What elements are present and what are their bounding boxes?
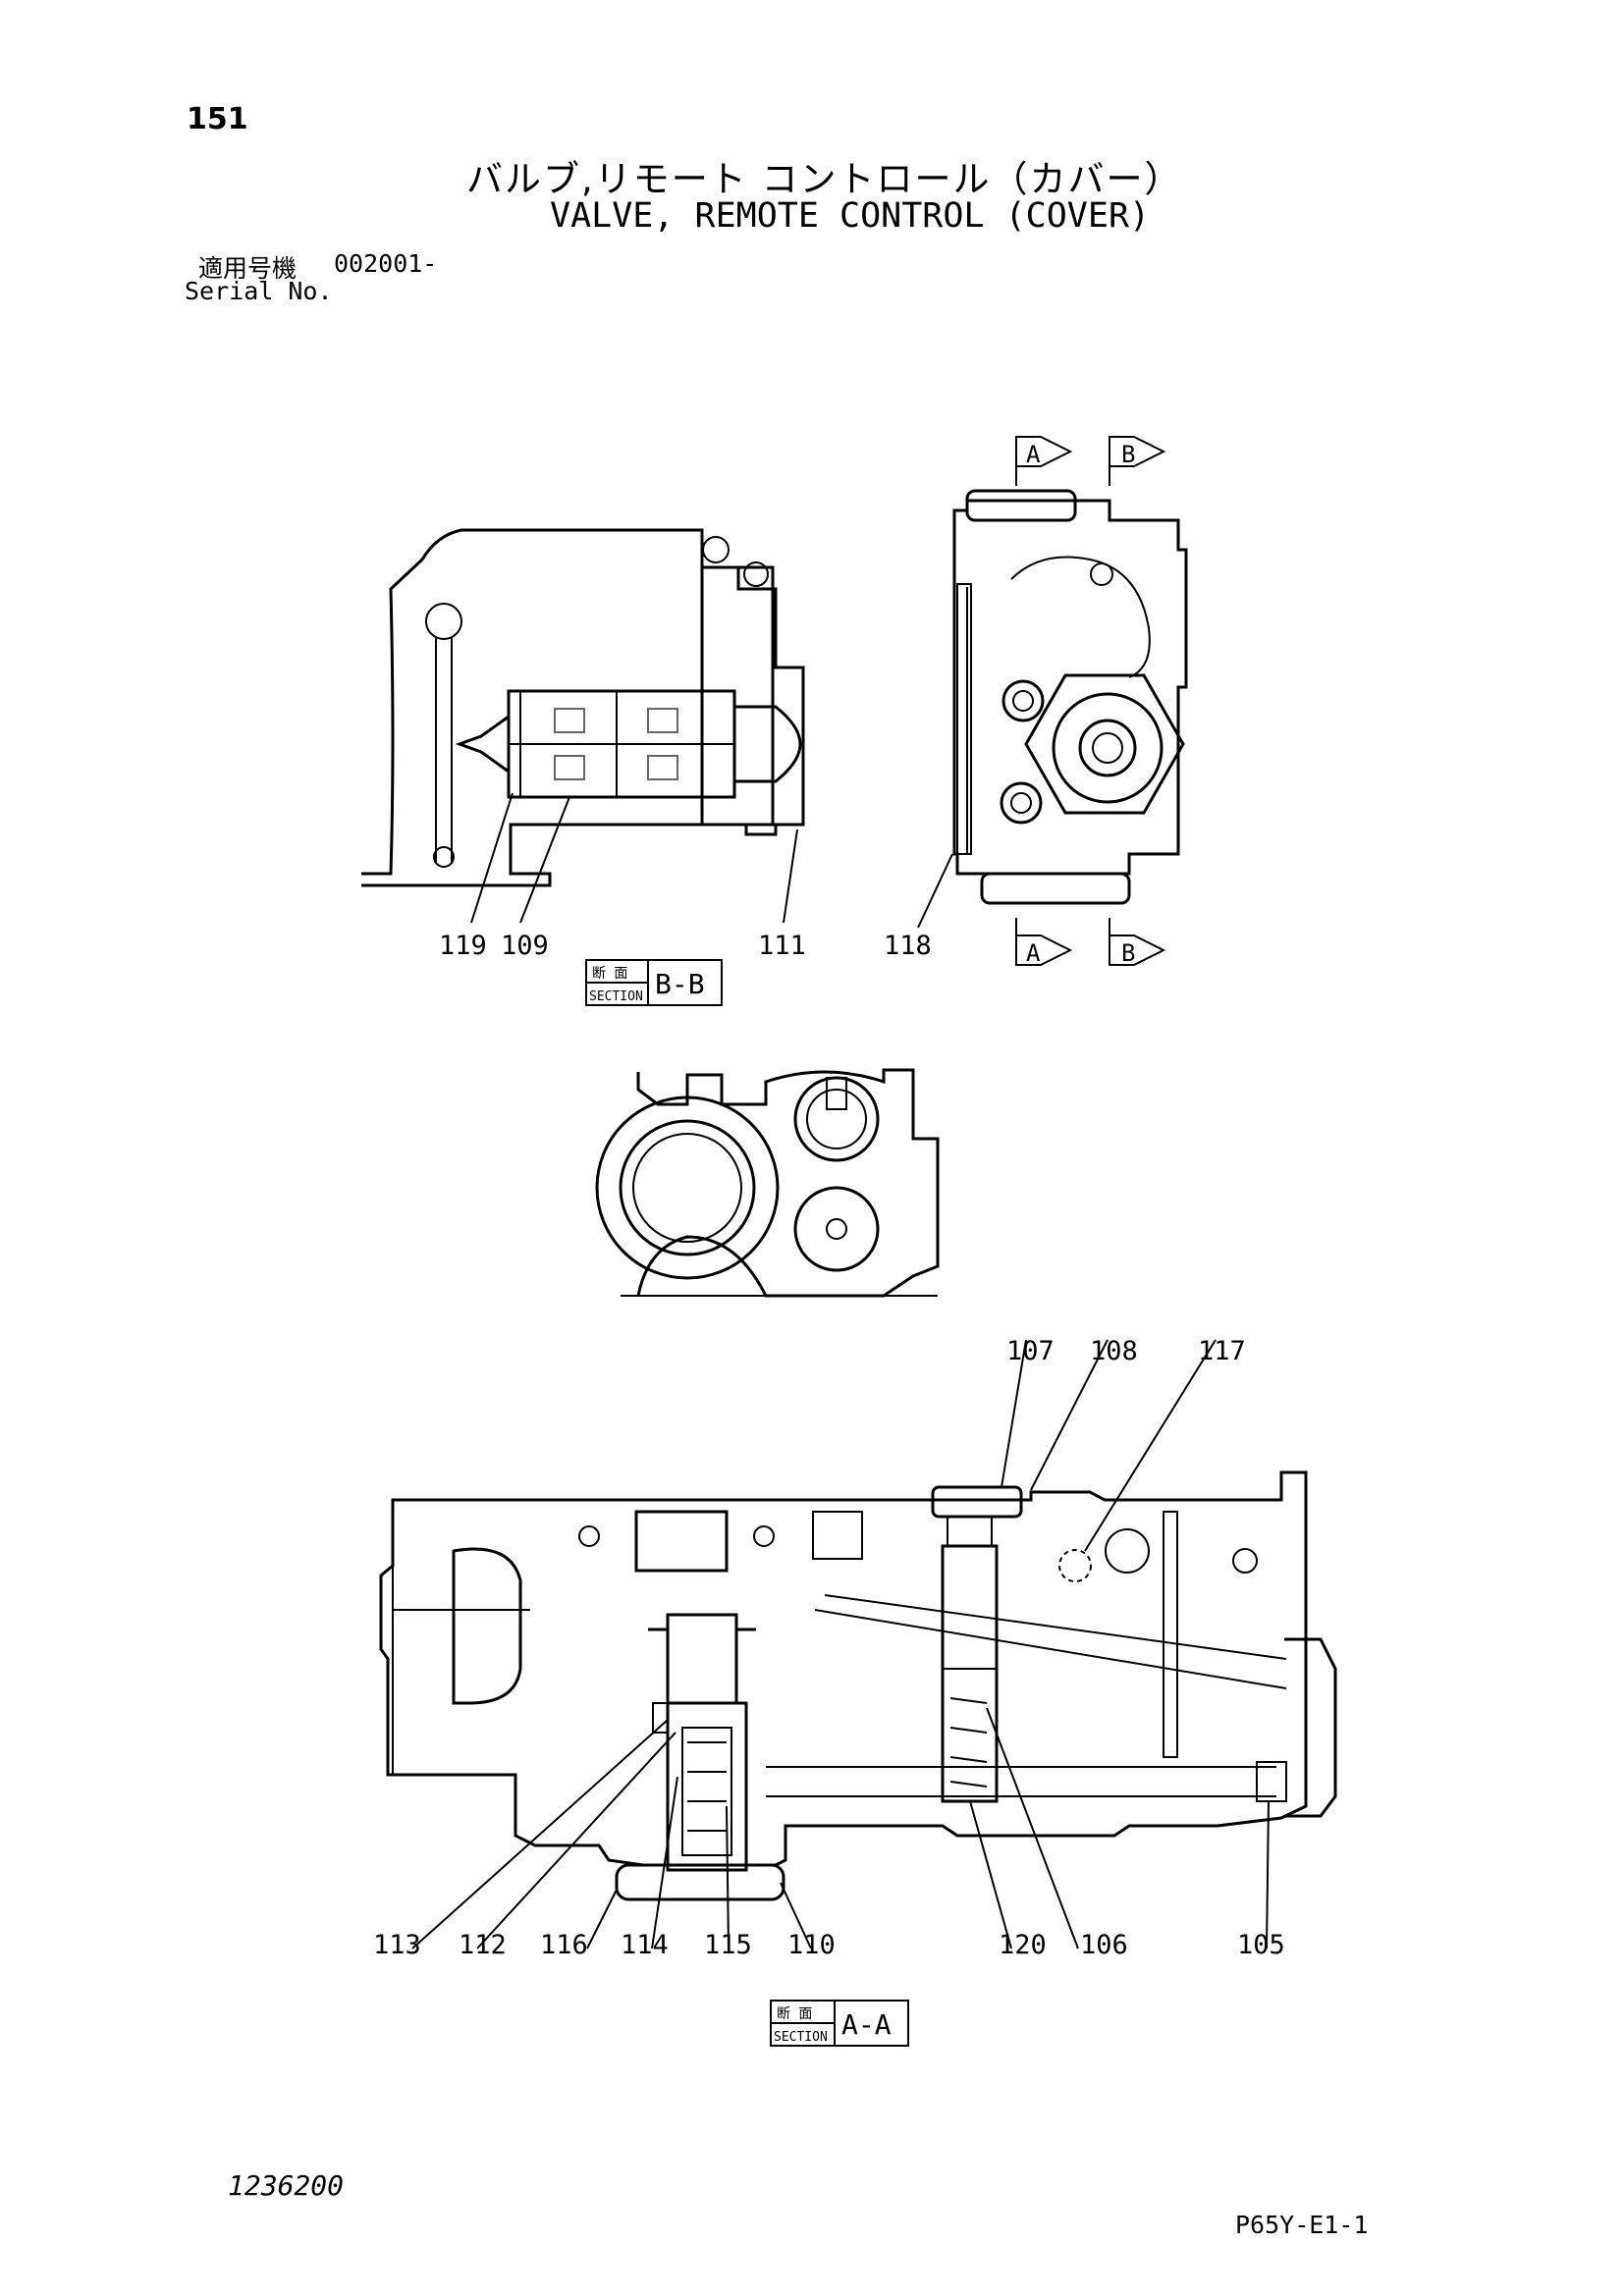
page-code: P65Y-E1-1 [1235, 2211, 1369, 2239]
callout-105: 105 [1237, 1930, 1285, 1960]
callout-116: 116 [540, 1930, 588, 1960]
marker-b-top: B [1121, 441, 1135, 468]
serial-value: 002001- [334, 249, 438, 278]
marker-a-top: A [1026, 441, 1041, 468]
section-aa-drawing [379, 1339, 1337, 1949]
section-aa-name: A-A [841, 2008, 892, 2041]
callout-117: 117 [1198, 1336, 1246, 1366]
view-markers: A B A B [1015, 436, 1166, 967]
section-bb-kanji: 断 面 [592, 966, 627, 982]
serial-label-japanese: 適用号機 [198, 254, 298, 283]
side-view-drawing [917, 489, 1188, 929]
section-aa-tag: 断 面 SECTION A-A [770, 2000, 909, 2047]
section-bb-drawing [361, 528, 805, 924]
marker-a-bottom: A [1026, 939, 1041, 967]
callout-110: 110 [787, 1930, 836, 1960]
callout-106: 106 [1080, 1930, 1128, 1960]
callout-111: 111 [758, 931, 806, 961]
page-number: 151 [187, 102, 248, 136]
callout-112: 112 [459, 1930, 507, 1960]
serial-label-english: Serial No. [185, 277, 333, 305]
section-bb-word: SECTION [589, 989, 643, 1004]
callout-113: 113 [373, 1930, 421, 1960]
section-bb-name: B-B [655, 968, 705, 1000]
callout-107: 107 [1006, 1336, 1055, 1366]
middle-view-drawing [595, 1068, 940, 1298]
section-bb-tag: 断 面 SECTION B-B [585, 959, 723, 1006]
callout-109: 109 [501, 931, 549, 961]
marker-b-bottom: B [1121, 939, 1135, 967]
callout-114: 114 [621, 1930, 669, 1960]
callout-120: 120 [999, 1930, 1047, 1960]
callout-115: 115 [704, 1930, 752, 1960]
section-aa-word: SECTION [774, 2030, 828, 2045]
section-aa-kanji: 断 面 [777, 2006, 812, 2022]
document-number: 1236200 [228, 2169, 345, 2202]
callout-108: 108 [1090, 1336, 1138, 1366]
callout-119: 119 [439, 931, 487, 961]
title-english: VALVE, REMOTE CONTROL (COVER) [550, 196, 1151, 236]
title-japanese: バルブ,リモート コントロール（カバー） [466, 158, 1183, 200]
callout-118: 118 [884, 931, 932, 961]
